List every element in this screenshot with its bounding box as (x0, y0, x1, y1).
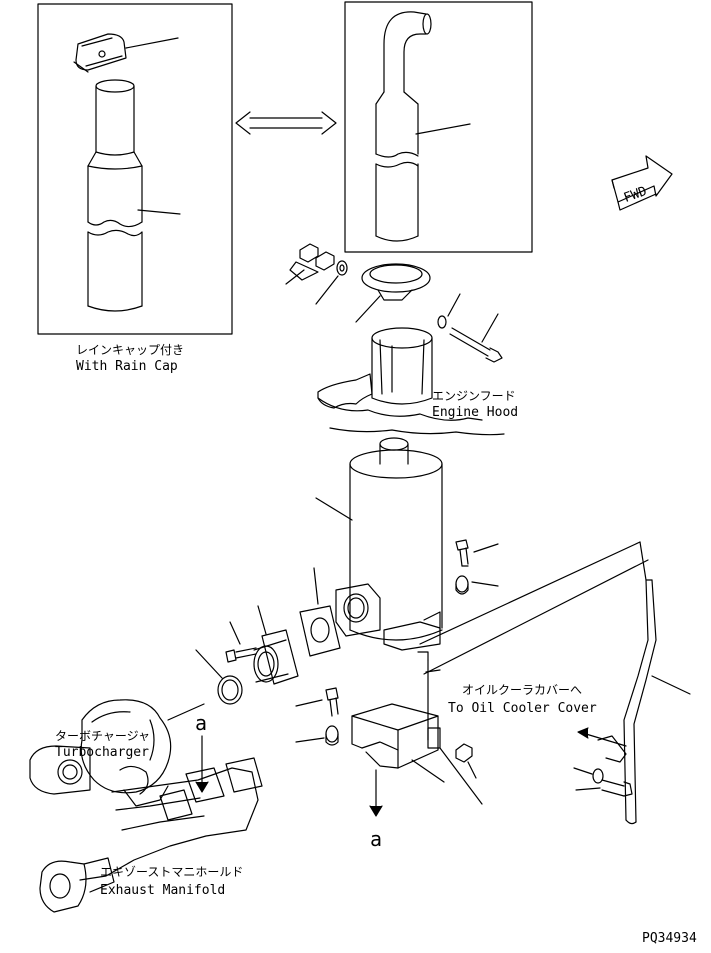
turbocharger-label-en: Turbocharger (55, 745, 149, 760)
leader-nut (285, 269, 305, 285)
leader-gasket-square (313, 567, 319, 605)
muffler (335, 437, 443, 651)
turbocharger (29, 699, 172, 807)
oil-cooler-label-jp: オイルクーラカバーへ (462, 683, 582, 697)
leader-small-washer (447, 293, 461, 317)
inset-frame-left (37, 3, 233, 335)
engine-hood-section (317, 327, 505, 436)
leader-turbocharger (167, 703, 205, 721)
leader-rain-cap (125, 37, 179, 49)
leader-bracket (411, 759, 445, 783)
reference-a-bottom: a (370, 827, 382, 851)
muffler-nut-right (455, 575, 499, 595)
reference-a-top: a (195, 711, 207, 735)
fwd-arrow (611, 155, 673, 211)
clamp-hardware (285, 243, 503, 363)
leader-elbow (257, 605, 267, 635)
support-rod (623, 541, 691, 825)
mounting-bracket (351, 659, 445, 783)
ring-gasket (195, 649, 243, 705)
curved-stack-pipe (375, 11, 432, 242)
leader-pipe-left (137, 209, 181, 215)
leader-bolt (481, 313, 499, 343)
rain-cap (73, 33, 127, 73)
manifold-label-en: Exhaust Manifold (100, 883, 225, 898)
leader-clamp (355, 295, 381, 323)
leader-ring-gasket (195, 649, 223, 679)
inset-frame-right (344, 1, 533, 253)
reference-arrow-bottom (369, 769, 383, 817)
rain-cap-label-en: With Rain Cap (76, 359, 178, 374)
bracket-nut-right (455, 743, 477, 779)
leader-rod-bolt (575, 787, 601, 791)
alternative-arrow (235, 111, 337, 135)
elbow-bolt (225, 621, 257, 663)
oil-cooler-label-en: To Oil Cooler Cover (448, 701, 597, 716)
gasket-square (299, 567, 341, 657)
oil-cooler-lines (417, 541, 649, 805)
elbow-connector (253, 605, 299, 685)
engine-hood-label-jp: エンジンフード (432, 389, 516, 403)
stack-pipe-left (87, 79, 143, 312)
bracket-nut-left (295, 725, 339, 746)
leader-muffler (315, 497, 353, 521)
inset-rain-cap (37, 3, 233, 335)
manifold-label-jp: エキゾーストマニホールド (100, 865, 243, 879)
reference-arrow-top (195, 735, 209, 793)
leader-bracket-nut (295, 737, 325, 743)
fwd-label: FWD (622, 184, 649, 206)
leader-elbow-bolt (229, 621, 241, 645)
leader-washer (315, 275, 339, 305)
turbocharger-label-jp: ターボチャージャ (55, 729, 150, 743)
engine-hood-label-en: Engine Hood (432, 405, 518, 420)
rain-cap-label-jp: レインキャップ付き (76, 343, 184, 357)
oil-cooler-arrow (577, 727, 627, 747)
drawing-code: PQ34934 (642, 931, 697, 946)
nut-bracket (289, 261, 319, 281)
leader-support-rod (651, 675, 691, 695)
leader-curved-stack (415, 123, 471, 135)
rod-clamp-hardware (573, 735, 633, 797)
leader-rod-washer (573, 767, 593, 775)
leader-bracket-nut-right (467, 761, 477, 779)
bracket-bolt (295, 687, 339, 717)
exhaust-manifold (39, 757, 263, 913)
inset-curved-stack (344, 1, 533, 253)
leader-bracket-bolt (295, 699, 323, 707)
muffler-bolt-right (455, 539, 499, 567)
